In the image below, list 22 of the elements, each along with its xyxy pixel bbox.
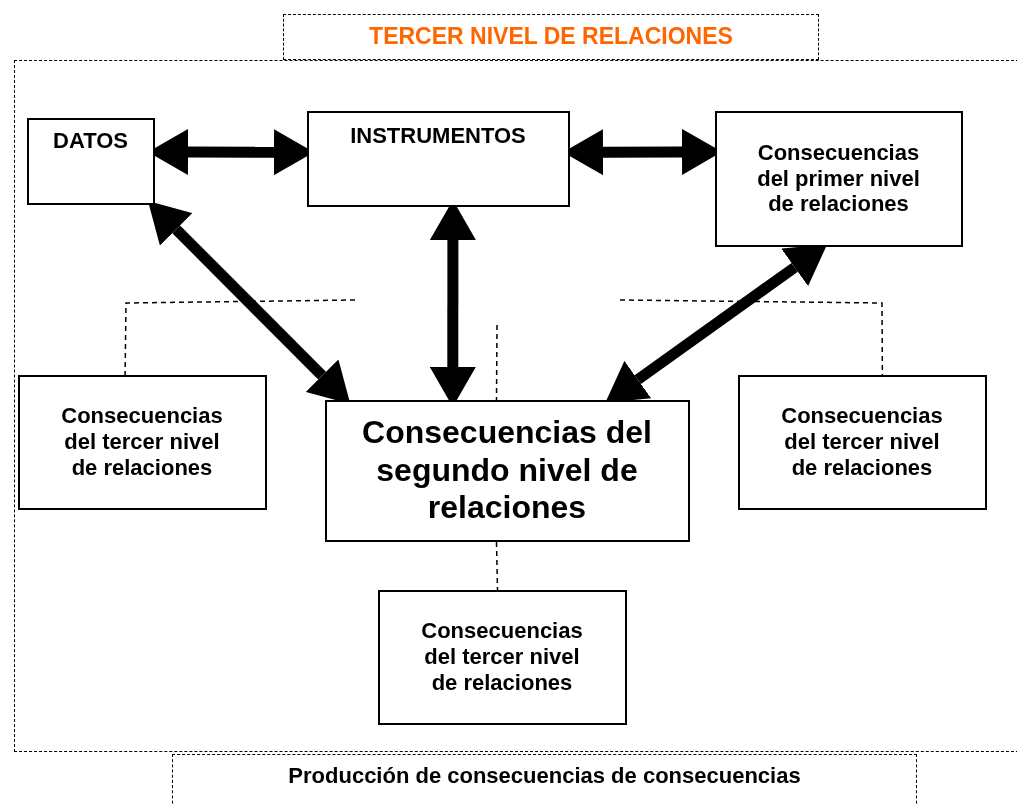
- text-box: [714, 110, 963, 247]
- box-label: Producción de consecuencias de consecuencias: [288, 763, 801, 789]
- box-label: Consecuencias del tercer nivel de relaciones: [780, 403, 944, 481]
- text-box: [377, 589, 627, 725]
- dashed-text-box: [172, 754, 917, 804]
- dashed-connector: [124, 299, 356, 376]
- text-box: [737, 374, 987, 510]
- dashed-frame: [14, 60, 1017, 752]
- text-box: [17, 374, 267, 510]
- text-box: [324, 399, 690, 542]
- box-label: Consecuencias del tercer nivel de relaciones: [420, 618, 584, 696]
- dashed-connector: [495, 541, 499, 591]
- dashed-text-box: [283, 14, 819, 60]
- box-label: DATOS: [53, 127, 128, 154]
- text-box: [306, 110, 570, 207]
- box-label: INSTRUMENTOS: [350, 122, 526, 149]
- dashed-connector: [495, 324, 498, 401]
- box-label: Consecuencias del primer nivel de relaciones: [756, 139, 921, 218]
- box-label: Consecuencias del tercer nivel de relaciones: [60, 403, 224, 481]
- text-box: [26, 117, 155, 205]
- box-label: Consecuencias del segundo nivel de relaciones: [361, 413, 653, 528]
- box-label: TERCER NIVEL DE RELACIONES: [369, 23, 733, 51]
